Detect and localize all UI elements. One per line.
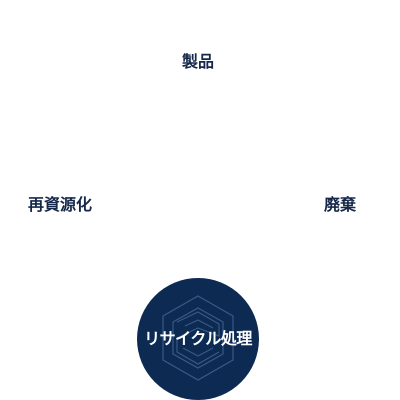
recycling-node-circle: リサイクル処理 <box>137 278 259 400</box>
hexagon-logo-icon <box>162 295 234 381</box>
node-recycling-label: リサイクル処理 <box>144 329 252 348</box>
node-waste-label: 廃棄 <box>323 195 356 214</box>
node-regeneration-label: 再資源化 <box>27 195 92 214</box>
node-product-label: 製品 <box>181 52 214 71</box>
